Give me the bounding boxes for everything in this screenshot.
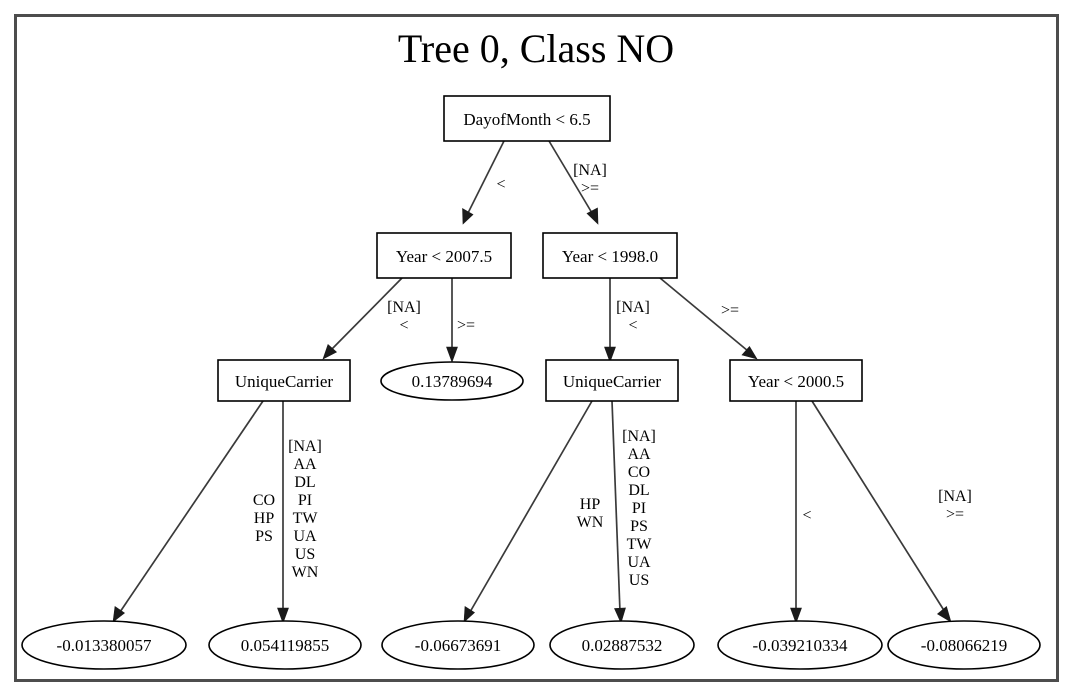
node-year-2000-label: Year < 2000.5: [748, 372, 844, 391]
edge-carrier-left-to-leaf1: [119, 400, 264, 613]
arrowhead-n2-right: [741, 345, 758, 360]
edge-label-n5-right-1: [NA]: [622, 428, 656, 445]
edge-label-root-right-na: [NA]: [573, 162, 607, 179]
edge-label-n3-left-2: HP: [254, 510, 275, 527]
edge-label-n3-right-8: WN: [292, 564, 319, 581]
edge-label-n5-right-4: DL: [628, 482, 649, 499]
node-uniquecarrier-left[interactable]: UniqueCarrier: [217, 359, 351, 402]
edge-carrier-right-to-leaf3: [469, 400, 593, 613]
leaf-node-1-label: -0.013380057: [57, 636, 152, 655]
edge-label-n6-right-op: >=: [946, 506, 964, 523]
leaf-node-2-label: 0.054119855: [241, 636, 330, 655]
node-year-2007-label: Year < 2007.5: [396, 247, 492, 266]
leaf-node-4[interactable]: 0.02887532: [549, 620, 695, 670]
edge-label-n3-left-1: CO: [253, 492, 275, 509]
leaf-node-3-ellipse[interactable]: [381, 620, 535, 670]
edge-year2000-to-leaf6: [811, 400, 946, 613]
leaf-node-1-ellipse[interactable]: [21, 620, 187, 670]
node-year-2000-box[interactable]: [729, 359, 863, 402]
edge-label-n1-right-op: >=: [457, 317, 475, 334]
leaf-node-2-ellipse[interactable]: [208, 620, 362, 670]
edge-year1998-to-year2000: [659, 277, 749, 352]
edge-label-n6-left-op: <: [802, 507, 811, 524]
arrowhead-n1-right: [446, 346, 458, 363]
arrowhead-n3-right: [277, 607, 289, 624]
node-uniquecarrier-left-box[interactable]: [217, 359, 351, 402]
edge-label-n3-right-5: TW: [293, 510, 319, 527]
leaf-node-5-label: -0.039210334: [753, 636, 848, 655]
leaf-node-6[interactable]: -0.08066219: [887, 620, 1041, 670]
leaf-node-3[interactable]: -0.06673691: [381, 620, 535, 670]
edge-label-n2-left-op: <: [628, 317, 637, 334]
leaf-node-6-ellipse[interactable]: [887, 620, 1041, 670]
node-leaf-013789694-label: 0.13789694: [412, 372, 493, 391]
edge-label-root-right-op: >=: [581, 180, 599, 197]
edge-root-to-year2007: [467, 140, 505, 214]
node-dayofmonth-box[interactable]: [443, 95, 611, 142]
edge-label-n2-left-na: [NA]: [616, 299, 650, 316]
edge-label-n5-left-2: WN: [577, 514, 604, 531]
node-year-2007[interactable]: Year < 2007.5: [376, 232, 512, 279]
edge-label-n6-right-na: [NA]: [938, 488, 972, 505]
edge-label-n1-left-na: [NA]: [387, 299, 421, 316]
edge-label-n5-right-2: AA: [627, 446, 651, 463]
node-leaf-013789694[interactable]: 0.13789694: [380, 361, 524, 401]
edge-year2007-to-carrier-left: [329, 277, 403, 352]
node-uniquecarrier-right[interactable]: UniqueCarrier: [545, 359, 679, 402]
arrowhead-n6-left: [790, 607, 802, 624]
edge-label-n3-right-3: DL: [294, 474, 315, 491]
edge-label-n3-right-6: UA: [293, 528, 317, 545]
node-uniquecarrier-right-box[interactable]: [545, 359, 679, 402]
edge-label-n3-right-4: PI: [298, 492, 312, 509]
node-dayofmonth-label: DayofMonth < 6.5: [463, 110, 590, 129]
node-year-1998[interactable]: Year < 1998.0: [542, 232, 678, 279]
arrowhead-n5-left: [463, 605, 475, 623]
edge-label-n5-right-7: TW: [627, 536, 653, 553]
leaf-node-1[interactable]: -0.013380057: [21, 620, 187, 670]
node-leaf-013789694-ellipse[interactable]: [380, 361, 524, 401]
leaf-node-6-label: -0.08066219: [921, 636, 1007, 655]
arrowhead-n1-left: [322, 343, 338, 360]
page-title: Tree 0, Class NO: [398, 26, 674, 71]
edge-root-to-year1998: [548, 140, 593, 214]
arrowhead-n2-left: [604, 346, 616, 363]
edges-layer: [112, 140, 952, 624]
leaf-node-4-ellipse[interactable]: [549, 620, 695, 670]
node-year-1998-box[interactable]: [542, 232, 678, 279]
edge-carrier-right-to-leaf4: [611, 400, 621, 613]
leaf-node-3-label: -0.06673691: [415, 636, 501, 655]
node-year-2000[interactable]: Year < 2000.5: [729, 359, 863, 402]
edge-label-n2-right-op: >=: [721, 302, 739, 319]
edge-label-n5-right-5: PI: [632, 500, 646, 517]
edge-label-n5-right-9: US: [629, 572, 649, 589]
edge-label-n1-left-op: <: [399, 317, 408, 334]
edge-label-n3-right-1: [NA]: [288, 438, 322, 455]
edge-label-n5-left-1: HP: [580, 496, 601, 513]
edge-labels-layer: < [NA] >= [NA] < >= [NA] < >= CO HP PS […: [253, 162, 972, 589]
leaf-node-2[interactable]: 0.054119855: [208, 620, 362, 670]
node-uniquecarrier-left-label: UniqueCarrier: [235, 372, 334, 391]
edge-label-n3-right-2: AA: [293, 456, 317, 473]
arrowhead-n3-left: [112, 605, 126, 623]
leaf-node-5-ellipse[interactable]: [717, 620, 883, 670]
edge-label-root-left: <: [496, 176, 505, 193]
node-year-2007-box[interactable]: [376, 232, 512, 279]
edge-label-n5-right-8: UA: [627, 554, 651, 571]
node-year-1998-label: Year < 1998.0: [562, 247, 658, 266]
edge-label-n3-right-7: US: [295, 546, 315, 563]
node-dayofmonth[interactable]: DayofMonth < 6.5: [443, 95, 611, 142]
arrowhead-n6-right: [936, 605, 952, 623]
arrowhead-n5-right: [614, 607, 626, 624]
leaf-node-4-label: 0.02887532: [582, 636, 663, 655]
edge-label-n5-right-3: CO: [628, 464, 650, 481]
diagram-border: [14, 14, 1059, 682]
edge-label-n3-left-3: PS: [255, 528, 273, 545]
edge-label-n5-right-6: PS: [630, 518, 648, 535]
nodes-layer: DayofMonth < 6.5 Year < 2007.5 Year < 19…: [21, 95, 1041, 670]
leaf-node-5[interactable]: -0.039210334: [717, 620, 883, 670]
node-uniquecarrier-right-label: UniqueCarrier: [563, 372, 662, 391]
arrowhead-root-right: [586, 207, 599, 225]
arrowhead-root-left: [462, 207, 474, 225]
